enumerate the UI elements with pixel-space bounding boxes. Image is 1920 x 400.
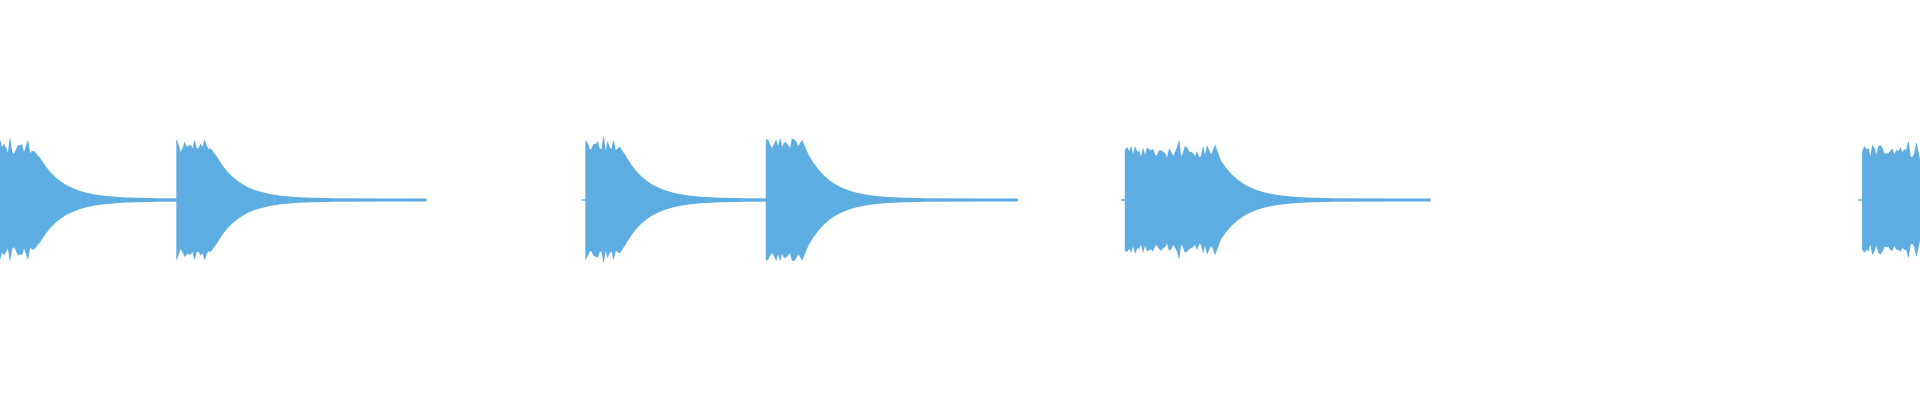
waveform-burst-4 [765, 138, 1018, 262]
waveform-burst-5 [1124, 140, 1431, 259]
waveform-bursts [0, 136, 1920, 263]
waveform-burst-6 [1862, 141, 1920, 258]
waveform-burst-2 [176, 139, 427, 261]
